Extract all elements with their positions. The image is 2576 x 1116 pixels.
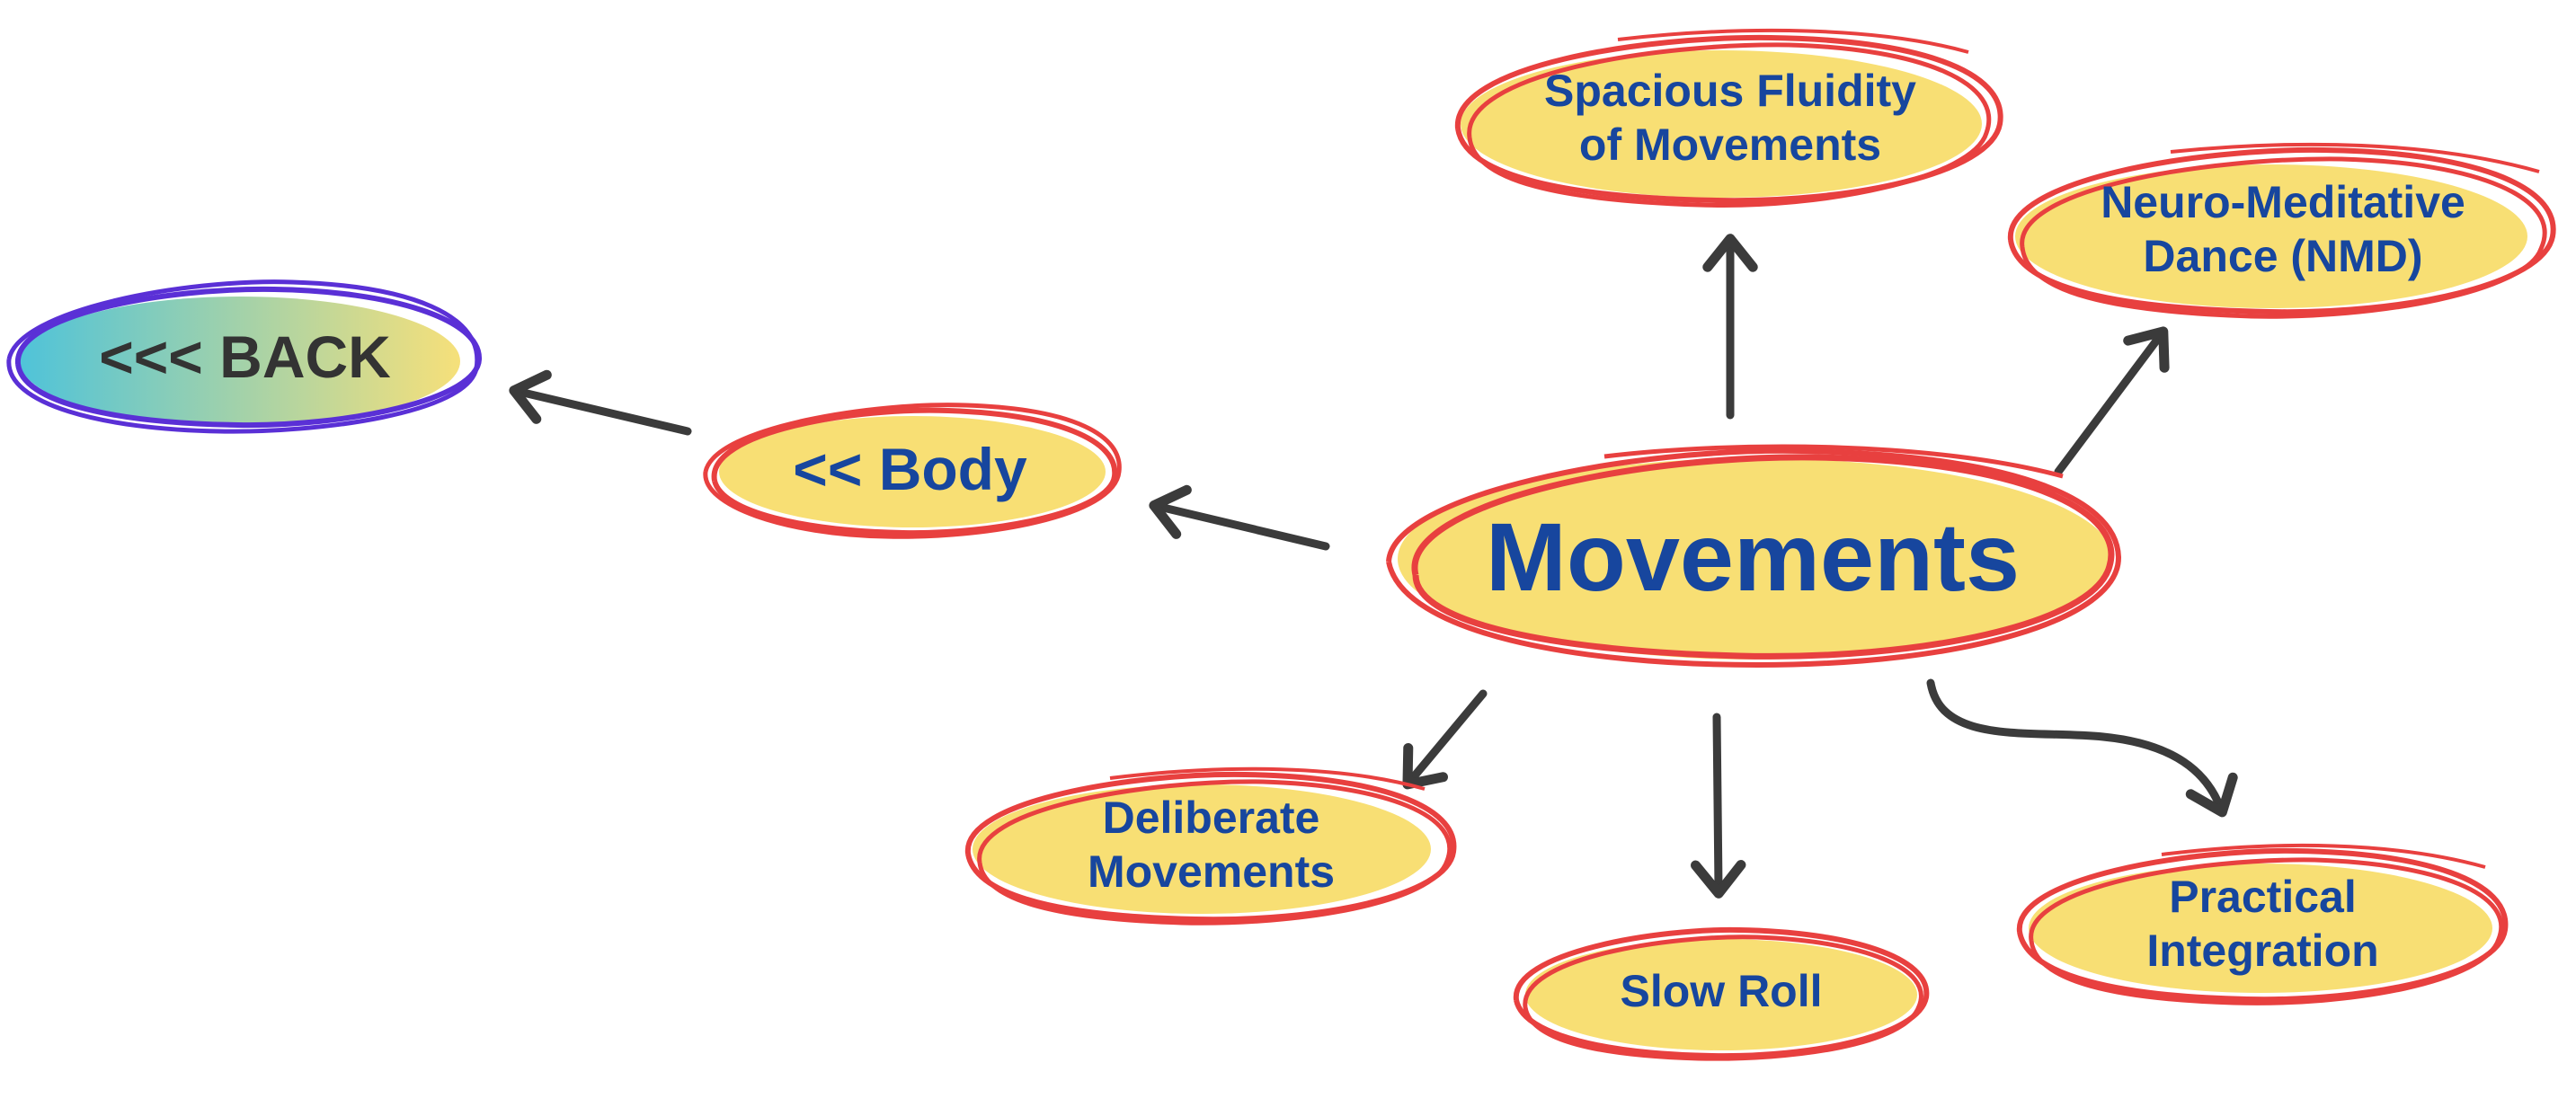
body-node[interactable]: << Body <box>697 400 1124 539</box>
ring-icon <box>703 403 1122 539</box>
ring-icon <box>1513 926 1930 1061</box>
slow-roll-node[interactable]: Slow Roll <box>1506 921 1937 1061</box>
practical-integration-label: Practical Integration <box>2146 871 2379 976</box>
arrow-to-body-icon <box>1149 484 1330 551</box>
body-label: << Body <box>793 435 1027 502</box>
neuro-meditative-dance-node[interactable]: Neuro-Meditative Dance (NMD) <box>2000 139 2566 319</box>
slow-roll-label: Slow Roll <box>1620 965 1823 1016</box>
arrow-to-practical-icon <box>1926 678 2238 818</box>
arrow-to-nmd-icon <box>2054 326 2170 476</box>
spacious-fluidity-label: Spacious Fluidity of Movements <box>1544 65 1916 170</box>
ring-icon <box>2007 142 2556 319</box>
ring-icon <box>1386 444 2122 669</box>
neuro-meditative-dance-label: Neuro-Meditative Dance (NMD) <box>2101 177 2465 281</box>
arrow-to-back-icon <box>509 369 692 436</box>
ring-icon <box>1454 28 2003 208</box>
main-topic-label: Movements <box>1485 502 2021 612</box>
practical-integration-node[interactable]: Practical Integration <box>2009 840 2517 1006</box>
ring-icon <box>2016 843 2509 1005</box>
spacious-fluidity-node[interactable]: Spacious Fluidity of Movements <box>1447 25 2013 209</box>
arrow-to-deliberate-icon <box>1402 689 1488 790</box>
main-topic-node[interactable]: Movements <box>1380 440 2126 674</box>
arrow-to-slow-roll-icon <box>1691 713 1746 899</box>
deliberate-movements-label: Deliberate Movements <box>1087 793 1336 897</box>
ring-icon <box>6 279 483 434</box>
deliberate-movements-node[interactable]: Deliberate Movements <box>957 764 1465 926</box>
ring-icon <box>964 766 1457 926</box>
back-button[interactable]: <<< BACK <box>4 279 485 436</box>
back-label: <<< BACK <box>99 323 391 390</box>
